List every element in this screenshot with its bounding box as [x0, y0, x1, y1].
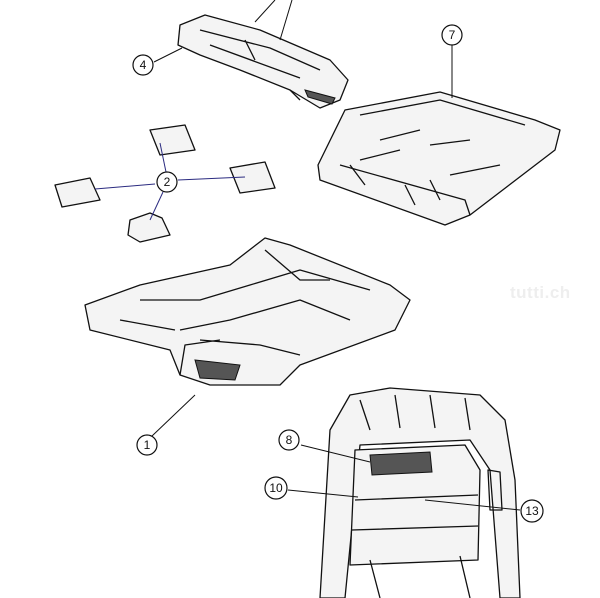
part-7-cargo-carpet	[317, 91, 561, 226]
callout-2: 2	[156, 171, 178, 193]
callout-10: 10	[264, 476, 288, 500]
svg-text:4: 4	[140, 58, 147, 72]
svg-text:7: 7	[449, 28, 456, 42]
svg-text:2: 2	[164, 175, 171, 189]
callout-13: 13	[520, 499, 544, 523]
callout-7: 7	[441, 24, 463, 46]
svg-text:10: 10	[269, 481, 283, 495]
part-1-floor-carpet	[84, 237, 411, 386]
svg-text:13: 13	[525, 504, 539, 518]
watermark: tutti.ch	[510, 283, 571, 302]
callout-1: 1	[136, 434, 158, 456]
callout-4: 4	[132, 54, 154, 76]
svg-text:8: 8	[286, 433, 293, 447]
svg-text:1: 1	[144, 438, 151, 452]
callout-8: 8	[278, 429, 300, 451]
part-4-tunnel-carpet	[177, 14, 349, 109]
vehicle-rear-cargo	[319, 387, 521, 598]
